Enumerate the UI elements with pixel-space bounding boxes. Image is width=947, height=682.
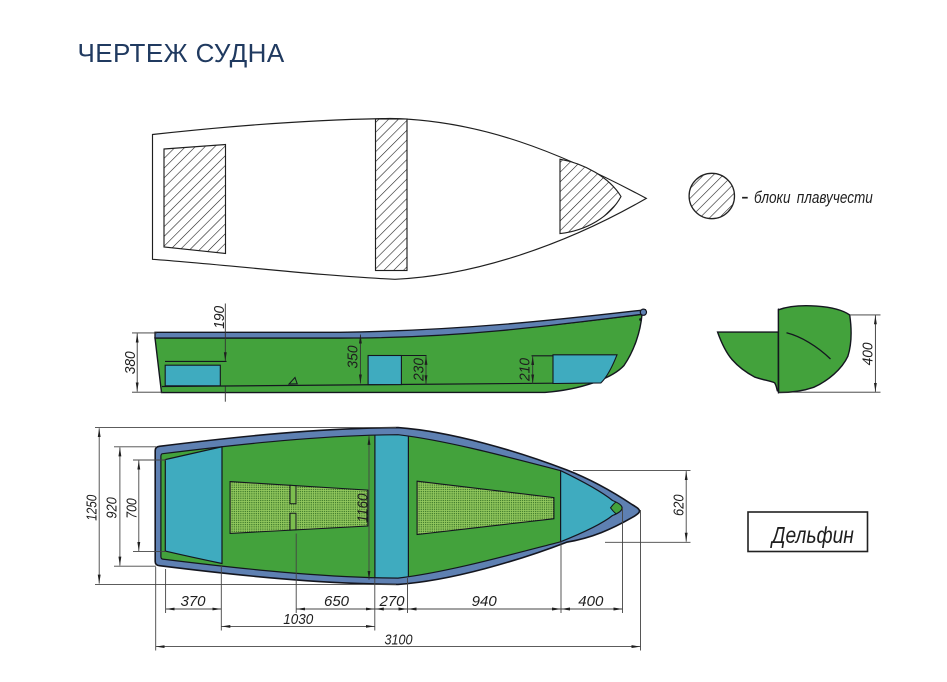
svg-text:620: 620 bbox=[671, 494, 688, 516]
svg-text:1250: 1250 bbox=[84, 494, 101, 521]
svg-text:плавучести: плавучести bbox=[797, 188, 873, 207]
svg-text:940: 940 bbox=[472, 593, 498, 610]
svg-text:Дельфин: Дельфин bbox=[769, 522, 854, 548]
svg-text:1030: 1030 bbox=[283, 611, 314, 628]
svg-text:блоки: блоки bbox=[754, 188, 791, 207]
svg-text:700: 700 bbox=[123, 498, 140, 519]
svg-text:190: 190 bbox=[211, 305, 228, 329]
svg-text:1160: 1160 bbox=[355, 493, 372, 523]
svg-text:ЧЕРТЕЖ СУДНА: ЧЕРТЕЖ СУДНА bbox=[78, 38, 285, 68]
svg-text:400: 400 bbox=[860, 342, 877, 366]
svg-text:400: 400 bbox=[578, 593, 604, 610]
svg-text:210: 210 bbox=[517, 357, 534, 382]
svg-text:380: 380 bbox=[122, 351, 139, 375]
svg-text:920: 920 bbox=[104, 497, 121, 519]
svg-text:370: 370 bbox=[180, 593, 206, 610]
svg-text:650: 650 bbox=[324, 593, 350, 610]
svg-text:350: 350 bbox=[345, 345, 362, 369]
svg-text:230: 230 bbox=[411, 357, 428, 382]
svg-text:270: 270 bbox=[378, 593, 405, 610]
svg-text:3100: 3100 bbox=[385, 631, 414, 648]
